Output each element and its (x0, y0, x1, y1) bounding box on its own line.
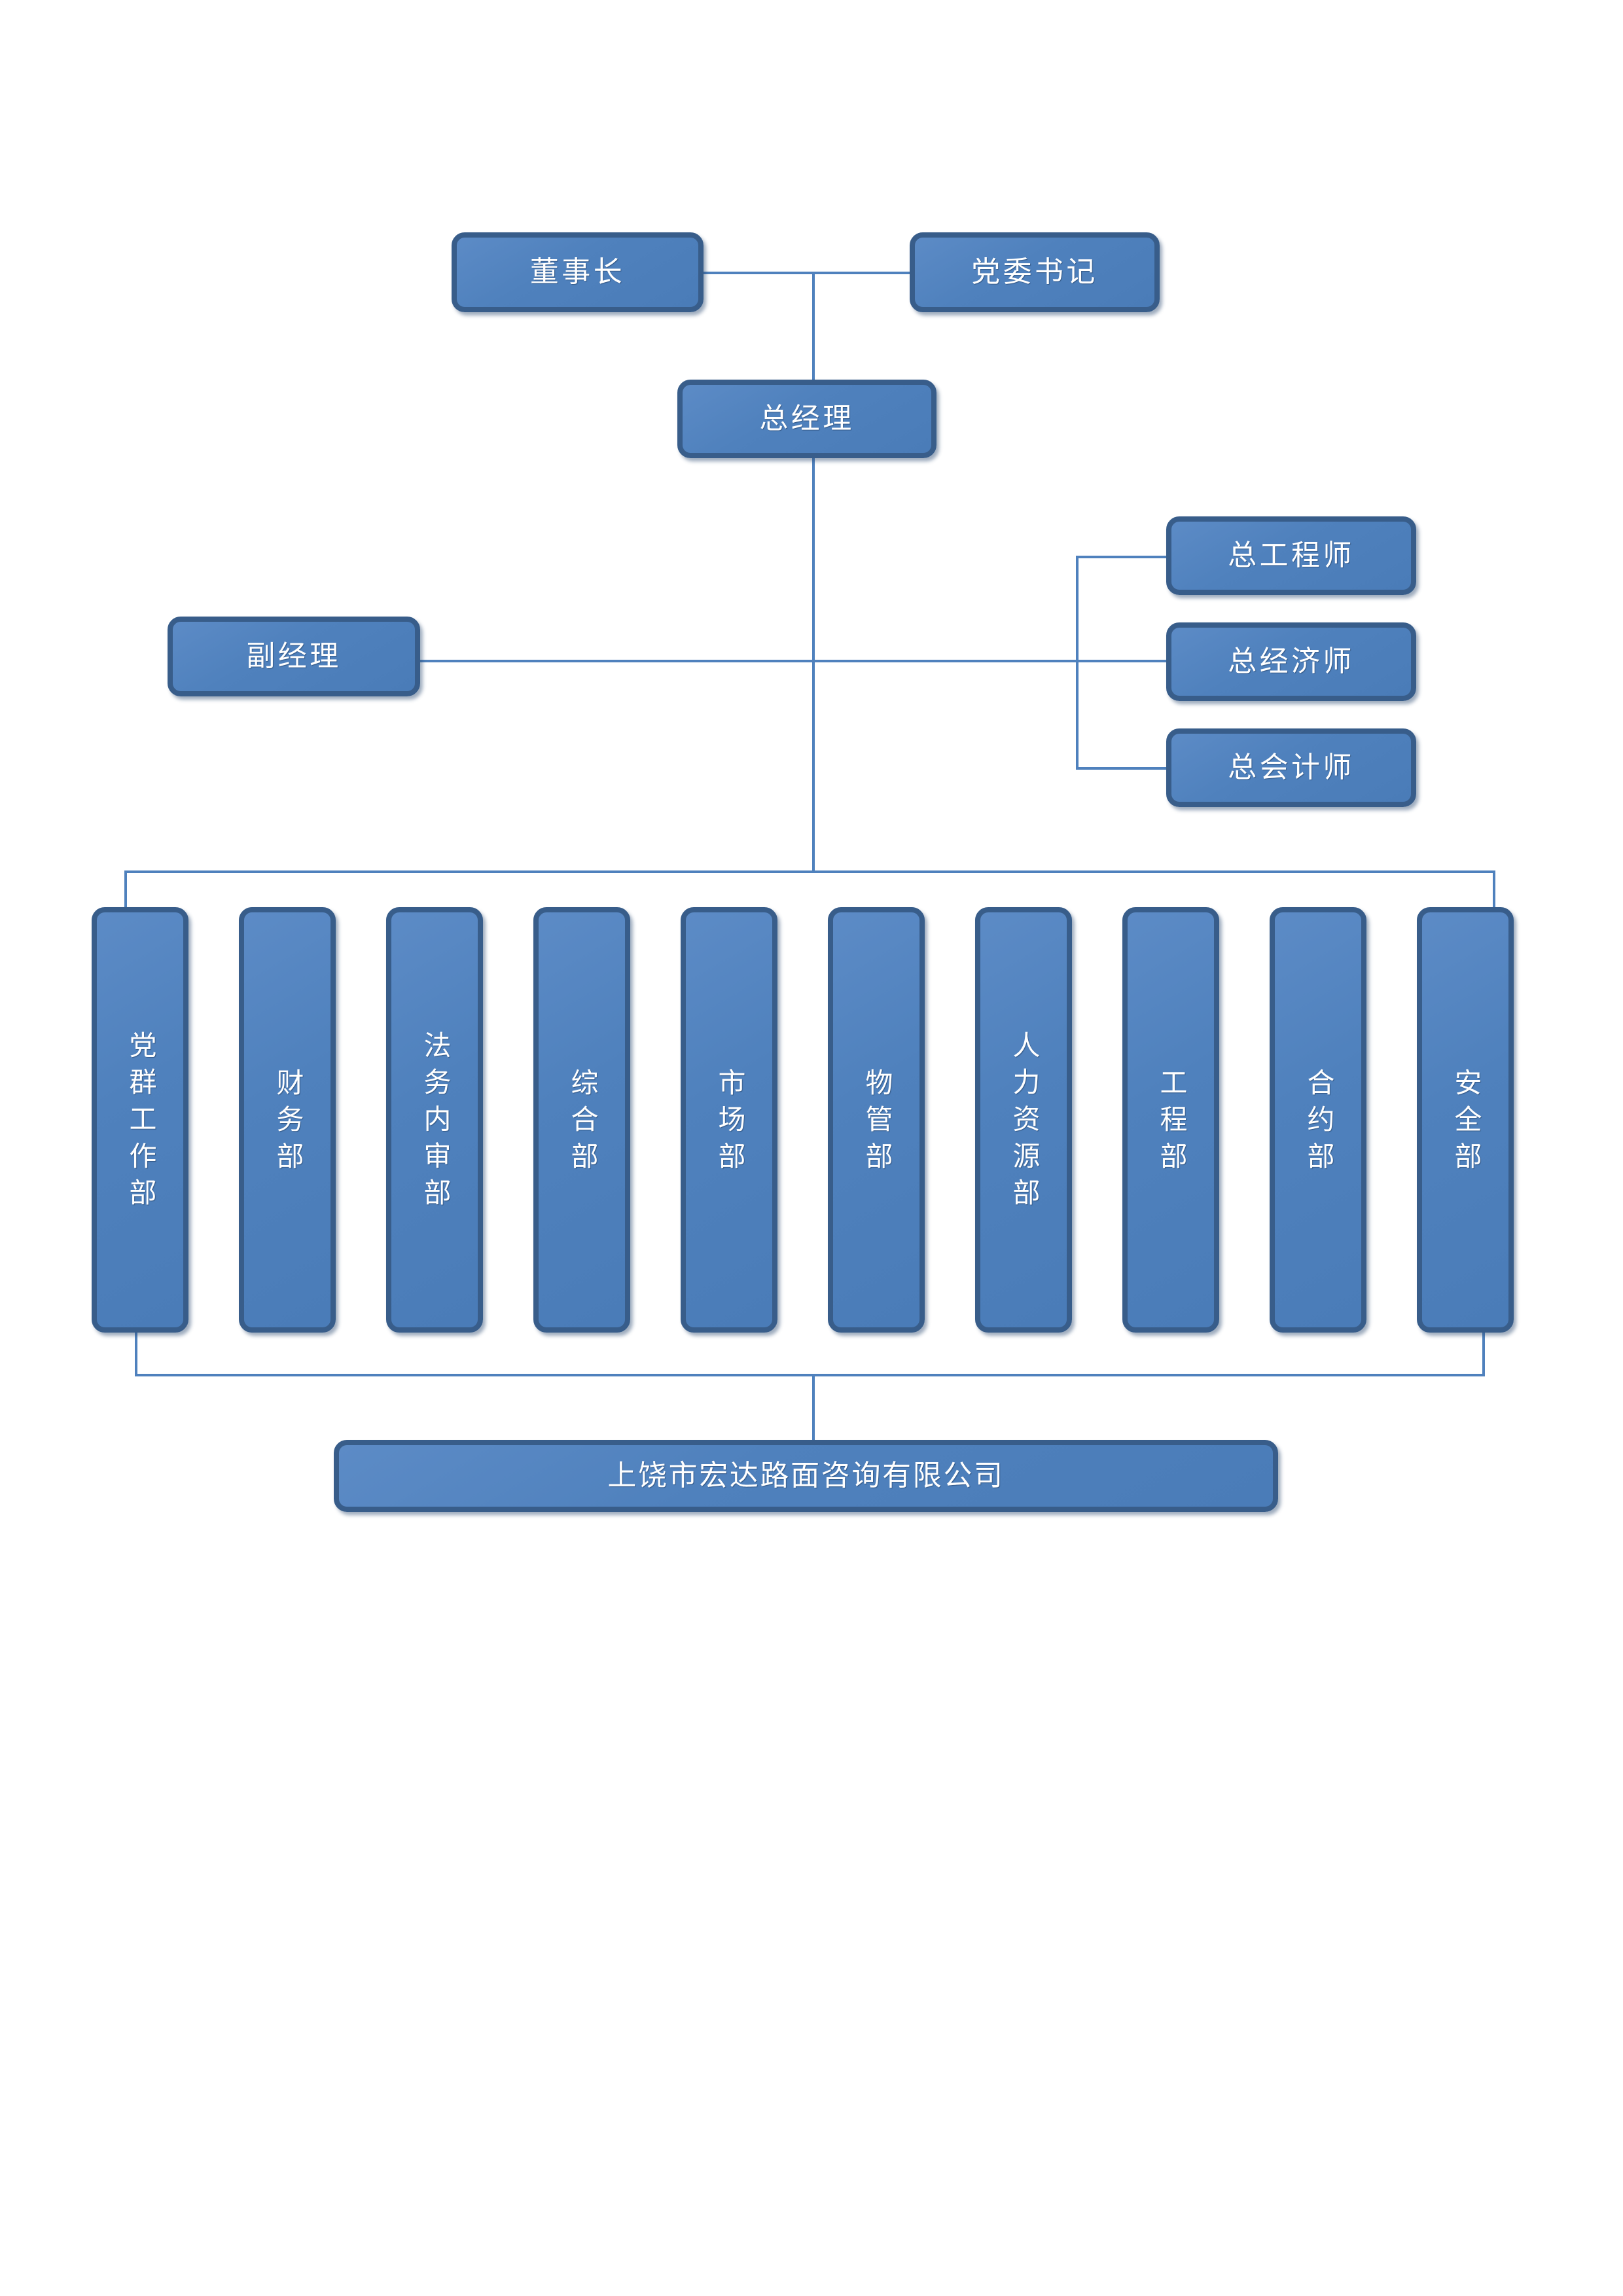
node-department-zonghebu[interactable]: 综合部 (533, 907, 630, 1333)
node-chief-accountant-label: 总会计师 (1228, 751, 1355, 784)
node-chief-engineer-label: 总工程师 (1228, 539, 1355, 572)
node-general-manager-label: 总经理 (759, 403, 855, 435)
node-chief-accountant[interactable]: 总会计师 (1166, 728, 1416, 807)
connector-bracket-to-chief-accountant (1076, 767, 1169, 770)
connector-chairman-to-party-secretary (701, 272, 912, 274)
node-department-label: 人力资源部 (1008, 1031, 1039, 1215)
node-department-label: 法务内审部 (419, 1031, 450, 1215)
node-chief-economist-label: 总经济师 (1228, 645, 1355, 678)
connector-departments-bottom-riser-left (135, 1332, 137, 1376)
node-department-label: 市场部 (714, 1067, 744, 1179)
connector-departments-bottom-rail (135, 1374, 1485, 1376)
connector-departments-top-rail (124, 870, 1495, 873)
connector-departments-top-riser-right (1493, 870, 1495, 908)
connector-right-bracket-vertical (1076, 556, 1079, 770)
node-general-manager[interactable]: 总经理 (677, 380, 936, 458)
connector-spine-general-manager-to-departments (812, 456, 815, 872)
connector-deputy-manager-to-right-bracket (419, 660, 1169, 662)
node-department-label: 党群工作部 (125, 1031, 155, 1215)
node-chairman[interactable]: 董事长 (452, 232, 704, 312)
connector-departments-bottom-riser-right (1482, 1332, 1485, 1376)
node-department-label: 安全部 (1450, 1067, 1480, 1179)
node-department-label: 工程部 (1156, 1067, 1186, 1179)
node-department-label: 综合部 (567, 1067, 597, 1179)
connector-spine-to-general-manager (812, 272, 815, 383)
node-department-wuguanbu[interactable]: 物管部 (828, 907, 925, 1333)
node-party-secretary[interactable]: 党委书记 (910, 232, 1160, 312)
node-department-fawu-neishenbu[interactable]: 法务内审部 (386, 907, 483, 1333)
node-chief-engineer[interactable]: 总工程师 (1166, 516, 1416, 595)
node-company-banner[interactable]: 上饶市宏达路面咨询有限公司 (334, 1440, 1278, 1512)
connector-departments-to-company (812, 1374, 815, 1443)
node-department-renli-ziyuanbu[interactable]: 人力资源部 (975, 907, 1072, 1333)
node-department-shichangbu[interactable]: 市场部 (681, 907, 777, 1333)
node-department-caiwubu[interactable]: 财务部 (239, 907, 336, 1333)
node-department-dangqun-gongzuobu[interactable]: 党群工作部 (92, 907, 188, 1333)
node-party-secretary-label: 党委书记 (971, 256, 1098, 289)
node-department-heyuebu[interactable]: 合约部 (1270, 907, 1366, 1333)
node-chairman-label: 董事长 (529, 256, 626, 289)
node-department-anquanbu[interactable]: 安全部 (1417, 907, 1514, 1333)
node-department-label: 物管部 (861, 1067, 891, 1179)
node-company-label: 上饶市宏达路面咨询有限公司 (607, 1460, 1005, 1492)
node-deputy-manager[interactable]: 副经理 (168, 617, 420, 696)
node-deputy-manager-label: 副经理 (246, 640, 342, 673)
connector-departments-top-riser-left (124, 870, 127, 908)
node-department-label: 合约部 (1303, 1067, 1333, 1179)
node-chief-economist[interactable]: 总经济师 (1166, 622, 1416, 701)
connector-bracket-to-chief-engineer (1076, 556, 1169, 558)
node-department-gongchengbu[interactable]: 工程部 (1122, 907, 1219, 1333)
node-department-label: 财务部 (272, 1067, 302, 1179)
